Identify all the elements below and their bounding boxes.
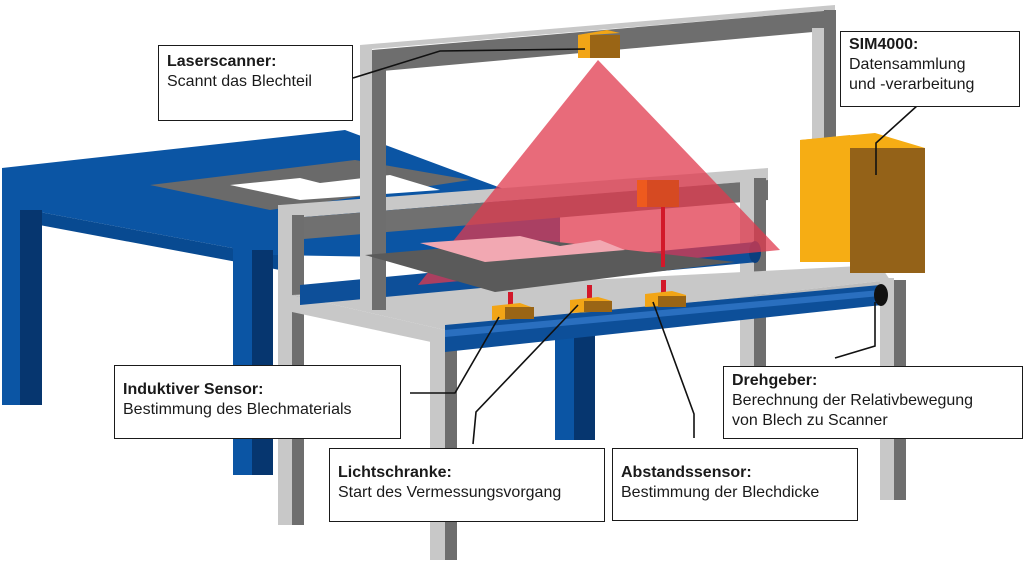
scanner-top [578, 30, 620, 35]
distance-sensor-top [637, 180, 679, 267]
label-description: Datensammlung [849, 56, 966, 73]
label-title: Laserscanner: [167, 53, 277, 70]
label-description: von Blech zu Scanner [732, 412, 888, 429]
leader-lichtschranke [472, 304, 579, 445]
gantry-post-left [360, 48, 372, 310]
leader-drehgeber [834, 302, 876, 359]
label-description: Scannt das Blechteil [167, 73, 312, 90]
table-leg-front-side [252, 250, 273, 475]
leader-sim4000 [875, 104, 919, 175]
gantry-top-beam-edge [360, 5, 835, 50]
label-drehgeber: Drehgeber: Berechnung der Relativbewegun… [723, 366, 1023, 439]
label-abstandssensor: Abstandssensor: Bestimmung der Blechdick… [612, 448, 858, 521]
scanned-sheet [365, 236, 735, 292]
label-description: Bestimmung der Blechdicke [621, 484, 820, 501]
leader-induktiver-sensor [410, 316, 500, 394]
label-lichtschranke: Lichtschranke: Start des Vermessungsvorg… [329, 448, 605, 522]
table-leg-left-side [20, 210, 42, 405]
sim4000-side [850, 148, 925, 273]
label-description: Start des Vermessungsvorgang [338, 484, 562, 501]
laser-scanner [578, 30, 620, 58]
sim4000-top [800, 133, 925, 150]
frame-post-front-side [445, 332, 457, 560]
label-title: Induktiver Sensor: [123, 381, 264, 398]
label-induktiver-sensor: Induktiver Sensor: Bestimmung des Blechm… [114, 365, 401, 439]
leader-abstandssensor [652, 301, 695, 438]
leader-laserscanner [352, 48, 586, 79]
label-description: Berechnung der Relativbewegung [732, 392, 974, 409]
scanner-front [578, 33, 590, 58]
sim4000-unit [800, 133, 925, 273]
rotary-encoder [874, 284, 888, 306]
sim4000-front [800, 135, 850, 262]
frame-post-front [430, 330, 445, 560]
label-title: Lichtschranke: [338, 464, 452, 481]
label-sim4000: SIM4000: Datensammlung und -verarbeitung [840, 31, 1020, 107]
label-laserscanner: Laserscanner: Scannt das Blechteil [158, 45, 353, 121]
scanner-side [590, 35, 620, 58]
label-description: Bestimmung des Blechmaterials [123, 401, 352, 418]
frame-side-beam-left [292, 295, 445, 345]
label-description: und -verarbeitung [849, 76, 975, 93]
scanned-sheet-cutout [420, 236, 625, 262]
laser-fan [418, 60, 780, 285]
label-title: Drehgeber: [732, 372, 818, 389]
sheet-cutout [230, 175, 440, 200]
sheet-on-table [150, 160, 470, 210]
roller-front-highlight [445, 290, 880, 337]
bottom-sensors [492, 280, 686, 320]
gantry-post-left-side [372, 52, 386, 310]
table-top-front-edge [2, 205, 280, 270]
label-title: SIM4000: [849, 36, 919, 53]
label-title: Abstandssensor: [621, 464, 752, 481]
leader-lines [352, 48, 919, 445]
